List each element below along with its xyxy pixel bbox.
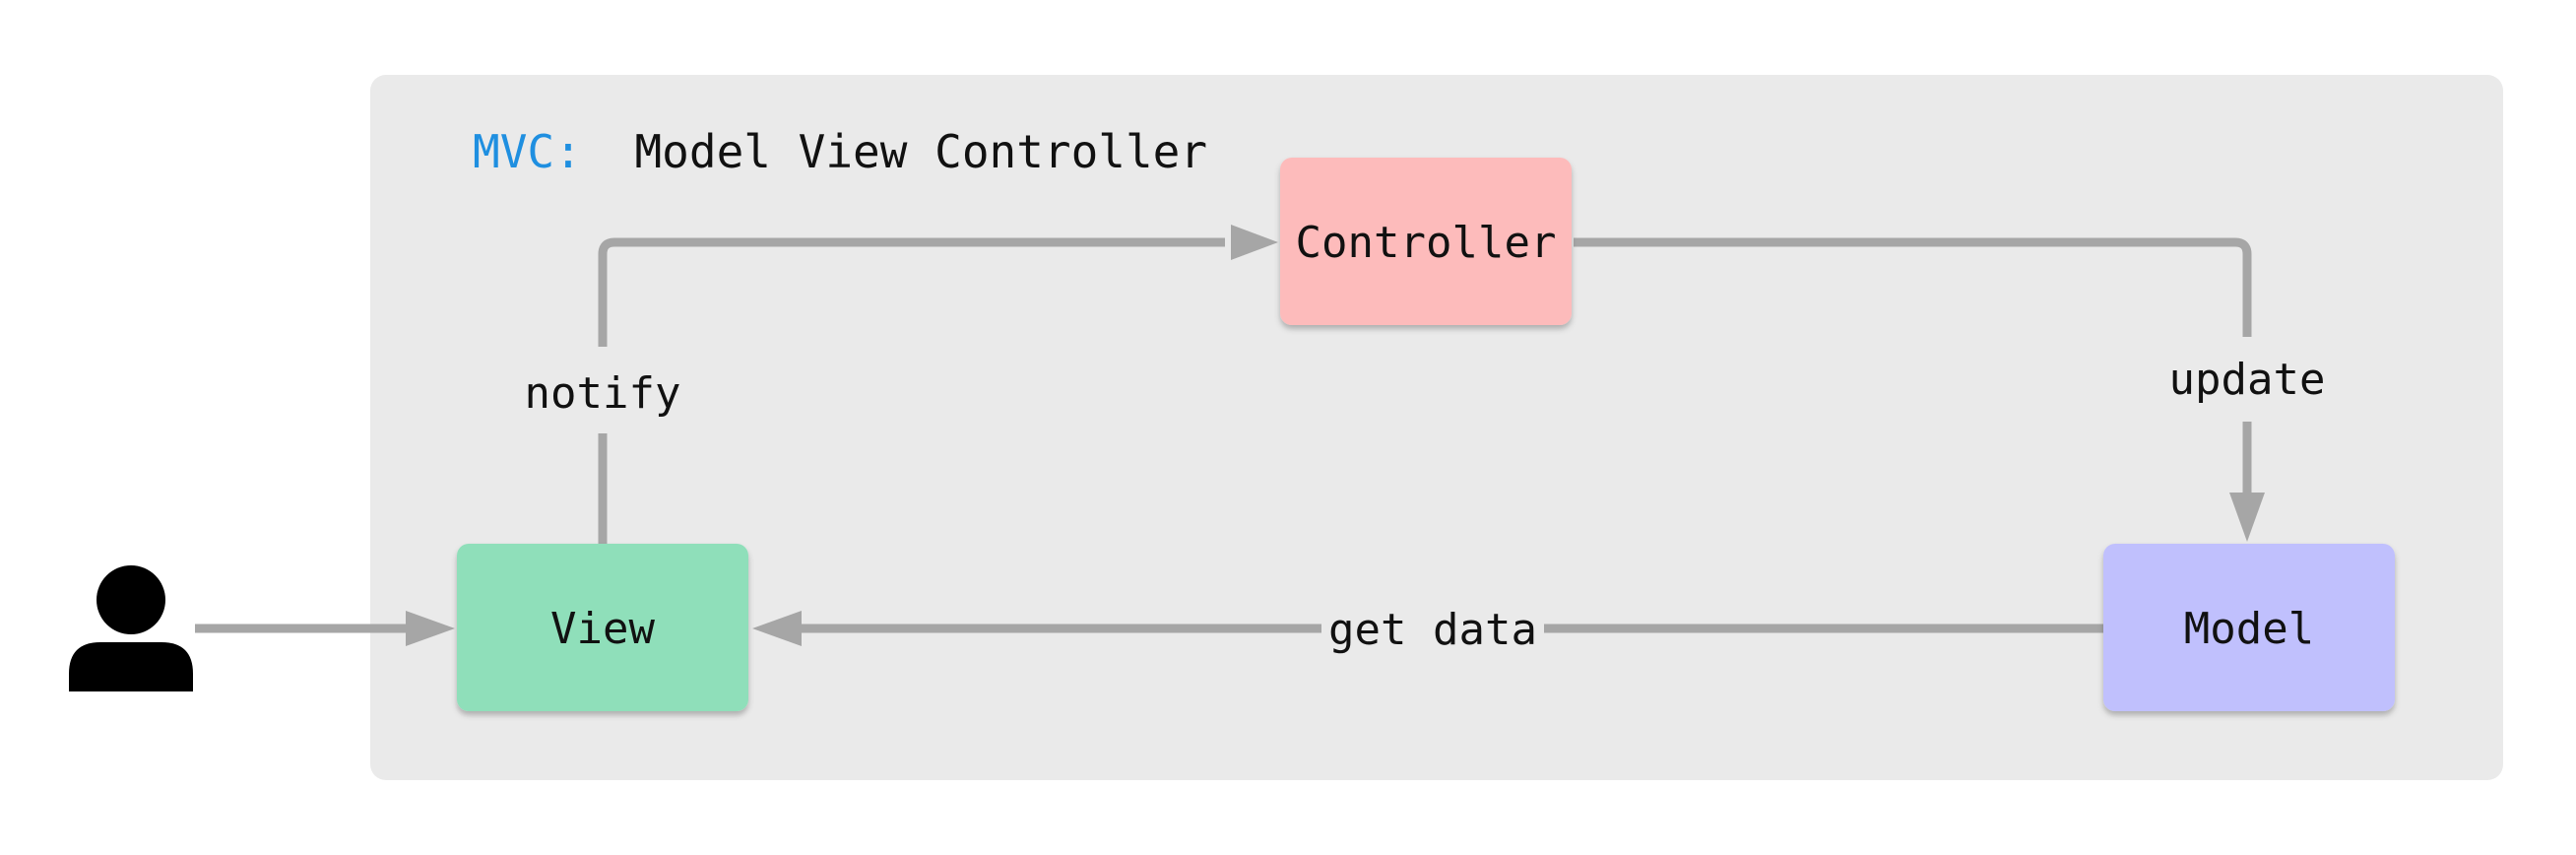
user-icon <box>69 565 193 691</box>
title-prefix: MVC: <box>473 125 582 178</box>
get-data-label: get data <box>1328 605 1537 655</box>
view-label: View <box>550 604 655 654</box>
get-data-arrowhead <box>752 611 802 646</box>
title-text: Model View Controller <box>634 125 1207 178</box>
mvc-panel <box>370 75 2503 780</box>
model-label: Model <box>2184 604 2314 654</box>
update-arrowhead <box>2229 493 2265 542</box>
notify-arrow-line-upper <box>598 237 1225 347</box>
notify-arrowhead <box>1231 225 1278 260</box>
controller-label: Controller <box>1296 218 1557 268</box>
model-node: Model <box>2103 544 2395 711</box>
controller-node: Controller <box>1280 158 1572 325</box>
notify-label: notify <box>525 368 681 419</box>
user-to-view-arrowhead <box>406 611 455 646</box>
view-node: View <box>457 544 748 711</box>
diagram-title: MVC: Model View Controller <box>473 125 1207 178</box>
update-label: update <box>2169 355 2326 405</box>
update-arrow-line-upper <box>1574 237 2252 337</box>
